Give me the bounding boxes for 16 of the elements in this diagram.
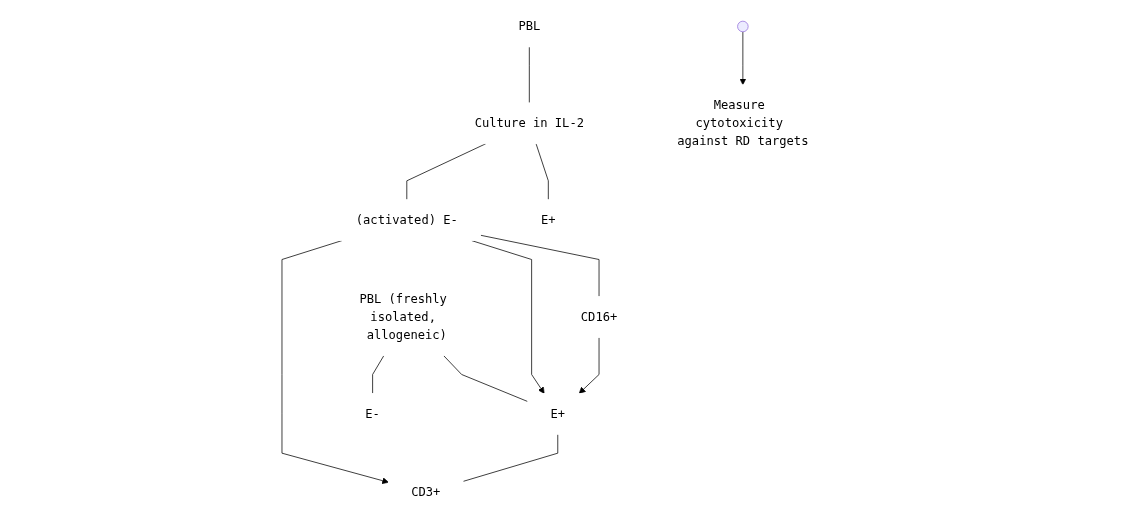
connector (463, 433, 559, 482)
node-text: Measure cytotoxicity against RD targets (677, 97, 809, 149)
node-text: E+ (541, 212, 557, 227)
node-text: CD3+ (411, 484, 441, 500)
node-text: E+ (550, 406, 566, 421)
connector (536, 143, 550, 201)
connector (372, 355, 385, 394)
node-text: Culture in IL-2 (475, 115, 585, 131)
node-text: E- (365, 406, 381, 421)
node-text: PBL (freshly isolated, allogeneic) (359, 291, 448, 342)
node-text: CD16+ (581, 309, 618, 324)
node-text: (activated) E- (356, 212, 459, 227)
node-text: PBL (518, 18, 541, 34)
connector (406, 143, 487, 201)
connector (443, 355, 529, 402)
connector (480, 234, 600, 297)
